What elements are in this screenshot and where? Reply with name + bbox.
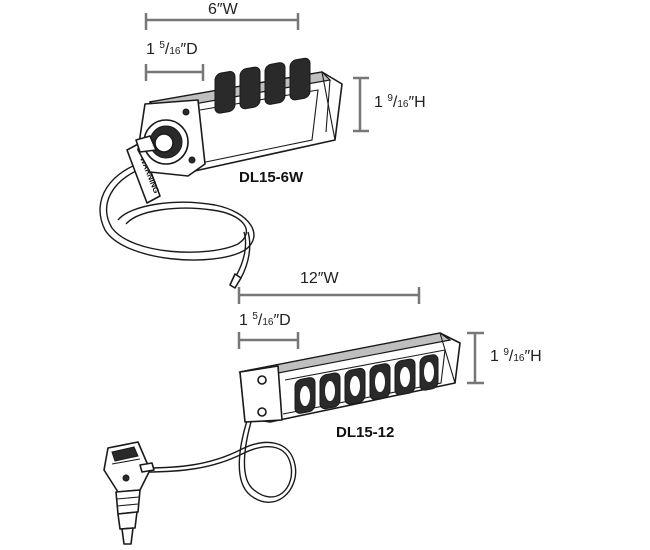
dl15-12-drawing: 12″W 1 5/16″D 1 9/16″H xyxy=(103,270,542,545)
dl15-6w-drawing: 6″W 1 5/16″D 1 9/16″H WARNING xyxy=(99,1,426,289)
end-cap-top xyxy=(135,99,206,177)
width-label-top: 6″W xyxy=(208,1,239,18)
model-label-bottom: DL15-12 xyxy=(336,424,394,441)
power-cable-top xyxy=(99,159,255,289)
height-label-top: 1 9/16″H xyxy=(374,93,426,111)
depth-dimension-top: 1 5/16″D xyxy=(144,40,205,81)
power-cable-bottom xyxy=(144,411,297,503)
height-dimension-bottom: 1 9/16″H xyxy=(467,331,542,385)
model-label-top: DL15-6W xyxy=(239,169,304,186)
lens-array-top xyxy=(214,57,311,145)
width-dimension-bottom: 12″W xyxy=(237,270,421,304)
depth-label-bottom: 1 5/16″D xyxy=(239,311,291,329)
cigarette-plug xyxy=(103,441,155,545)
height-label-bottom: 1 9/16″H xyxy=(490,347,542,365)
width-dimension-top: 6″W xyxy=(144,1,300,30)
height-dimension-top: 1 9/16″H xyxy=(353,76,426,133)
width-label-bottom: 12″W xyxy=(300,270,339,287)
lens-array-bottom xyxy=(294,354,439,414)
light-housing-bottom xyxy=(238,332,461,423)
depth-dimension-bottom: 1 5/16″D xyxy=(237,311,300,349)
depth-label-top: 1 5/16″D xyxy=(146,40,198,58)
